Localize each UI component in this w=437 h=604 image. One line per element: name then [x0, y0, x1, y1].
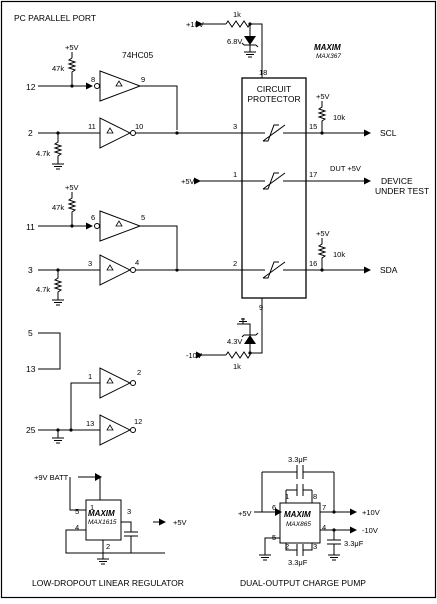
cp-cap-top: 3.3μF [288, 455, 308, 464]
g5-out-pin: 2 [137, 368, 141, 377]
cp-pin-3: 3 [313, 542, 317, 551]
signal-scl: SCL [380, 128, 397, 138]
r-1k-top: 1k [233, 10, 241, 19]
zener-68: 6.8V [227, 37, 242, 46]
cp-in: +5V [238, 509, 252, 518]
ldo-pin-2: 2 [106, 542, 110, 551]
r-1k-bot: 1k [233, 362, 241, 371]
g3-out-pin: 5 [141, 213, 145, 222]
gate-4: 3 4.7k 3 4 [28, 254, 242, 306]
v-pos5-sda: +5V [316, 229, 330, 238]
signal-device: DEVICE [381, 176, 413, 186]
port-pin-3: 3 [28, 265, 33, 275]
port-5-13-loop: 5 13 [26, 328, 61, 374]
cp-pin-8: 8 [313, 492, 317, 501]
g4-in-pin: 3 [88, 259, 92, 268]
gate-3: +5V 47k 11 6 5 [26, 183, 178, 268]
output-sda: +5V 10k SDA [306, 229, 398, 275]
cp-pin-6: 6 [272, 503, 276, 512]
port-pin-25: 25 [26, 425, 36, 435]
cp-pin-2: 2 [285, 542, 289, 551]
ldo-caption: LOW-DROPOUT LINEAR REGULATOR [32, 578, 184, 588]
g3-in-pin: 6 [91, 213, 95, 222]
cp-pin-1: 1 [285, 492, 289, 501]
cp-pin-3: 3 [233, 122, 237, 131]
cp-pin-2: 2 [233, 259, 237, 268]
cp-caption: DUAL-OUTPUT CHARGE PUMP [240, 578, 366, 588]
charge-pump: 3.3μF 1 8 2 3 6 5 7 4 MAXIM MAX865 +5V +… [238, 455, 380, 588]
signal-sda: SDA [380, 265, 398, 275]
g2-in-pin: 11 [88, 122, 96, 131]
protector-line1: CIRCUIT [257, 84, 291, 94]
cp-pin-18: 18 [259, 68, 267, 77]
ldo-pin-1: 1 [90, 503, 94, 512]
r-4k7-b: 4.7k [36, 285, 50, 294]
ldo-pin-5: 5 [75, 507, 79, 516]
g1-in-pin: 8 [91, 75, 95, 84]
port-pin-11: 11 [26, 222, 35, 232]
protector-brand-logo: MAXIM [314, 43, 341, 52]
cp-out-neg: -10V [362, 526, 378, 535]
dut-label: DUT +5V [330, 164, 361, 173]
ldo-batt: +9V BATT [34, 473, 69, 482]
v-pos5-dut: +5V [181, 177, 195, 186]
gates-5-6: 25 1 2 13 12 [26, 367, 142, 446]
cp-out-pos: +10V [362, 508, 380, 517]
g6-in-pin: 13 [86, 419, 94, 428]
protector-line2: PROTECTOR [247, 94, 300, 104]
r-47k-b: 47k [52, 203, 64, 212]
cp-cap-bot: 3.3μF [288, 558, 308, 567]
ldo-part: MAX1615 [88, 519, 117, 526]
cp-cap-right: 3.3μF [344, 539, 364, 548]
ldo-regulator: +9V BATT 1 MAXIM MAX1615 5 4 3 2 +5V LOW… [32, 473, 187, 588]
cp-brand: MAXIM [284, 510, 311, 519]
signal-under-test: UNDER TEST [375, 186, 429, 196]
output-dut: +5V DUT +5V DEVICE UNDER TEST [181, 164, 429, 196]
v-pos5-scl: +5V [316, 92, 330, 101]
r-10k-sda: 10k [333, 250, 345, 259]
circuit-protector: CIRCUIT PROTECTOR MAXIM MAX367 +10V 1k 6… [186, 10, 341, 371]
ldo-brand: MAXIM [88, 509, 115, 518]
r-4k7-a: 4.7k [36, 149, 50, 158]
cp-pin-9: 9 [259, 303, 263, 312]
output-scl: +5V 10k SCL [306, 92, 397, 138]
v-pos5-mid: +5V [65, 183, 79, 192]
cp-part: MAX865 [286, 521, 311, 528]
g5-in-pin: 1 [88, 372, 92, 381]
ldo-out: +5V [173, 518, 187, 527]
g6-out-pin: 12 [134, 417, 142, 426]
port-pin-13: 13 [26, 364, 36, 374]
v-pos10: +10V [186, 20, 204, 29]
zener-43: 4.3V [227, 337, 242, 346]
ldo-pin-4: 4 [75, 523, 79, 532]
cp-pin-15: 15 [309, 122, 317, 131]
gate-2: 2 4.7k 11 10 [28, 117, 242, 170]
port-pin-2: 2 [28, 128, 33, 138]
cp-pin-4: 4 [322, 523, 326, 532]
ldo-pin-3: 3 [127, 507, 131, 516]
ic-74hc05-label: 74HC05 [122, 50, 153, 60]
cp-pin-7: 7 [322, 503, 326, 512]
protector-part: MAX367 [316, 53, 341, 60]
v-neg10: -10V [186, 351, 202, 360]
g4-out-pin: 4 [135, 258, 139, 267]
cp-pin-17: 17 [309, 170, 317, 179]
r-47k-a: 47k [52, 64, 64, 73]
cp-pin-16: 16 [309, 259, 317, 268]
port-pin-12: 12 [26, 82, 36, 92]
port-pin-5: 5 [28, 328, 33, 338]
cp-pin-1: 1 [233, 170, 237, 179]
gate-1: +5V 47k 12 8 9 [26, 43, 178, 130]
g2-out-pin: 10 [135, 122, 143, 131]
g1-out-pin: 9 [141, 75, 145, 84]
r-10k-scl: 10k [333, 113, 345, 122]
v-pos5-top: +5V [65, 43, 79, 52]
port-title: PC PARALLEL PORT [14, 13, 96, 23]
